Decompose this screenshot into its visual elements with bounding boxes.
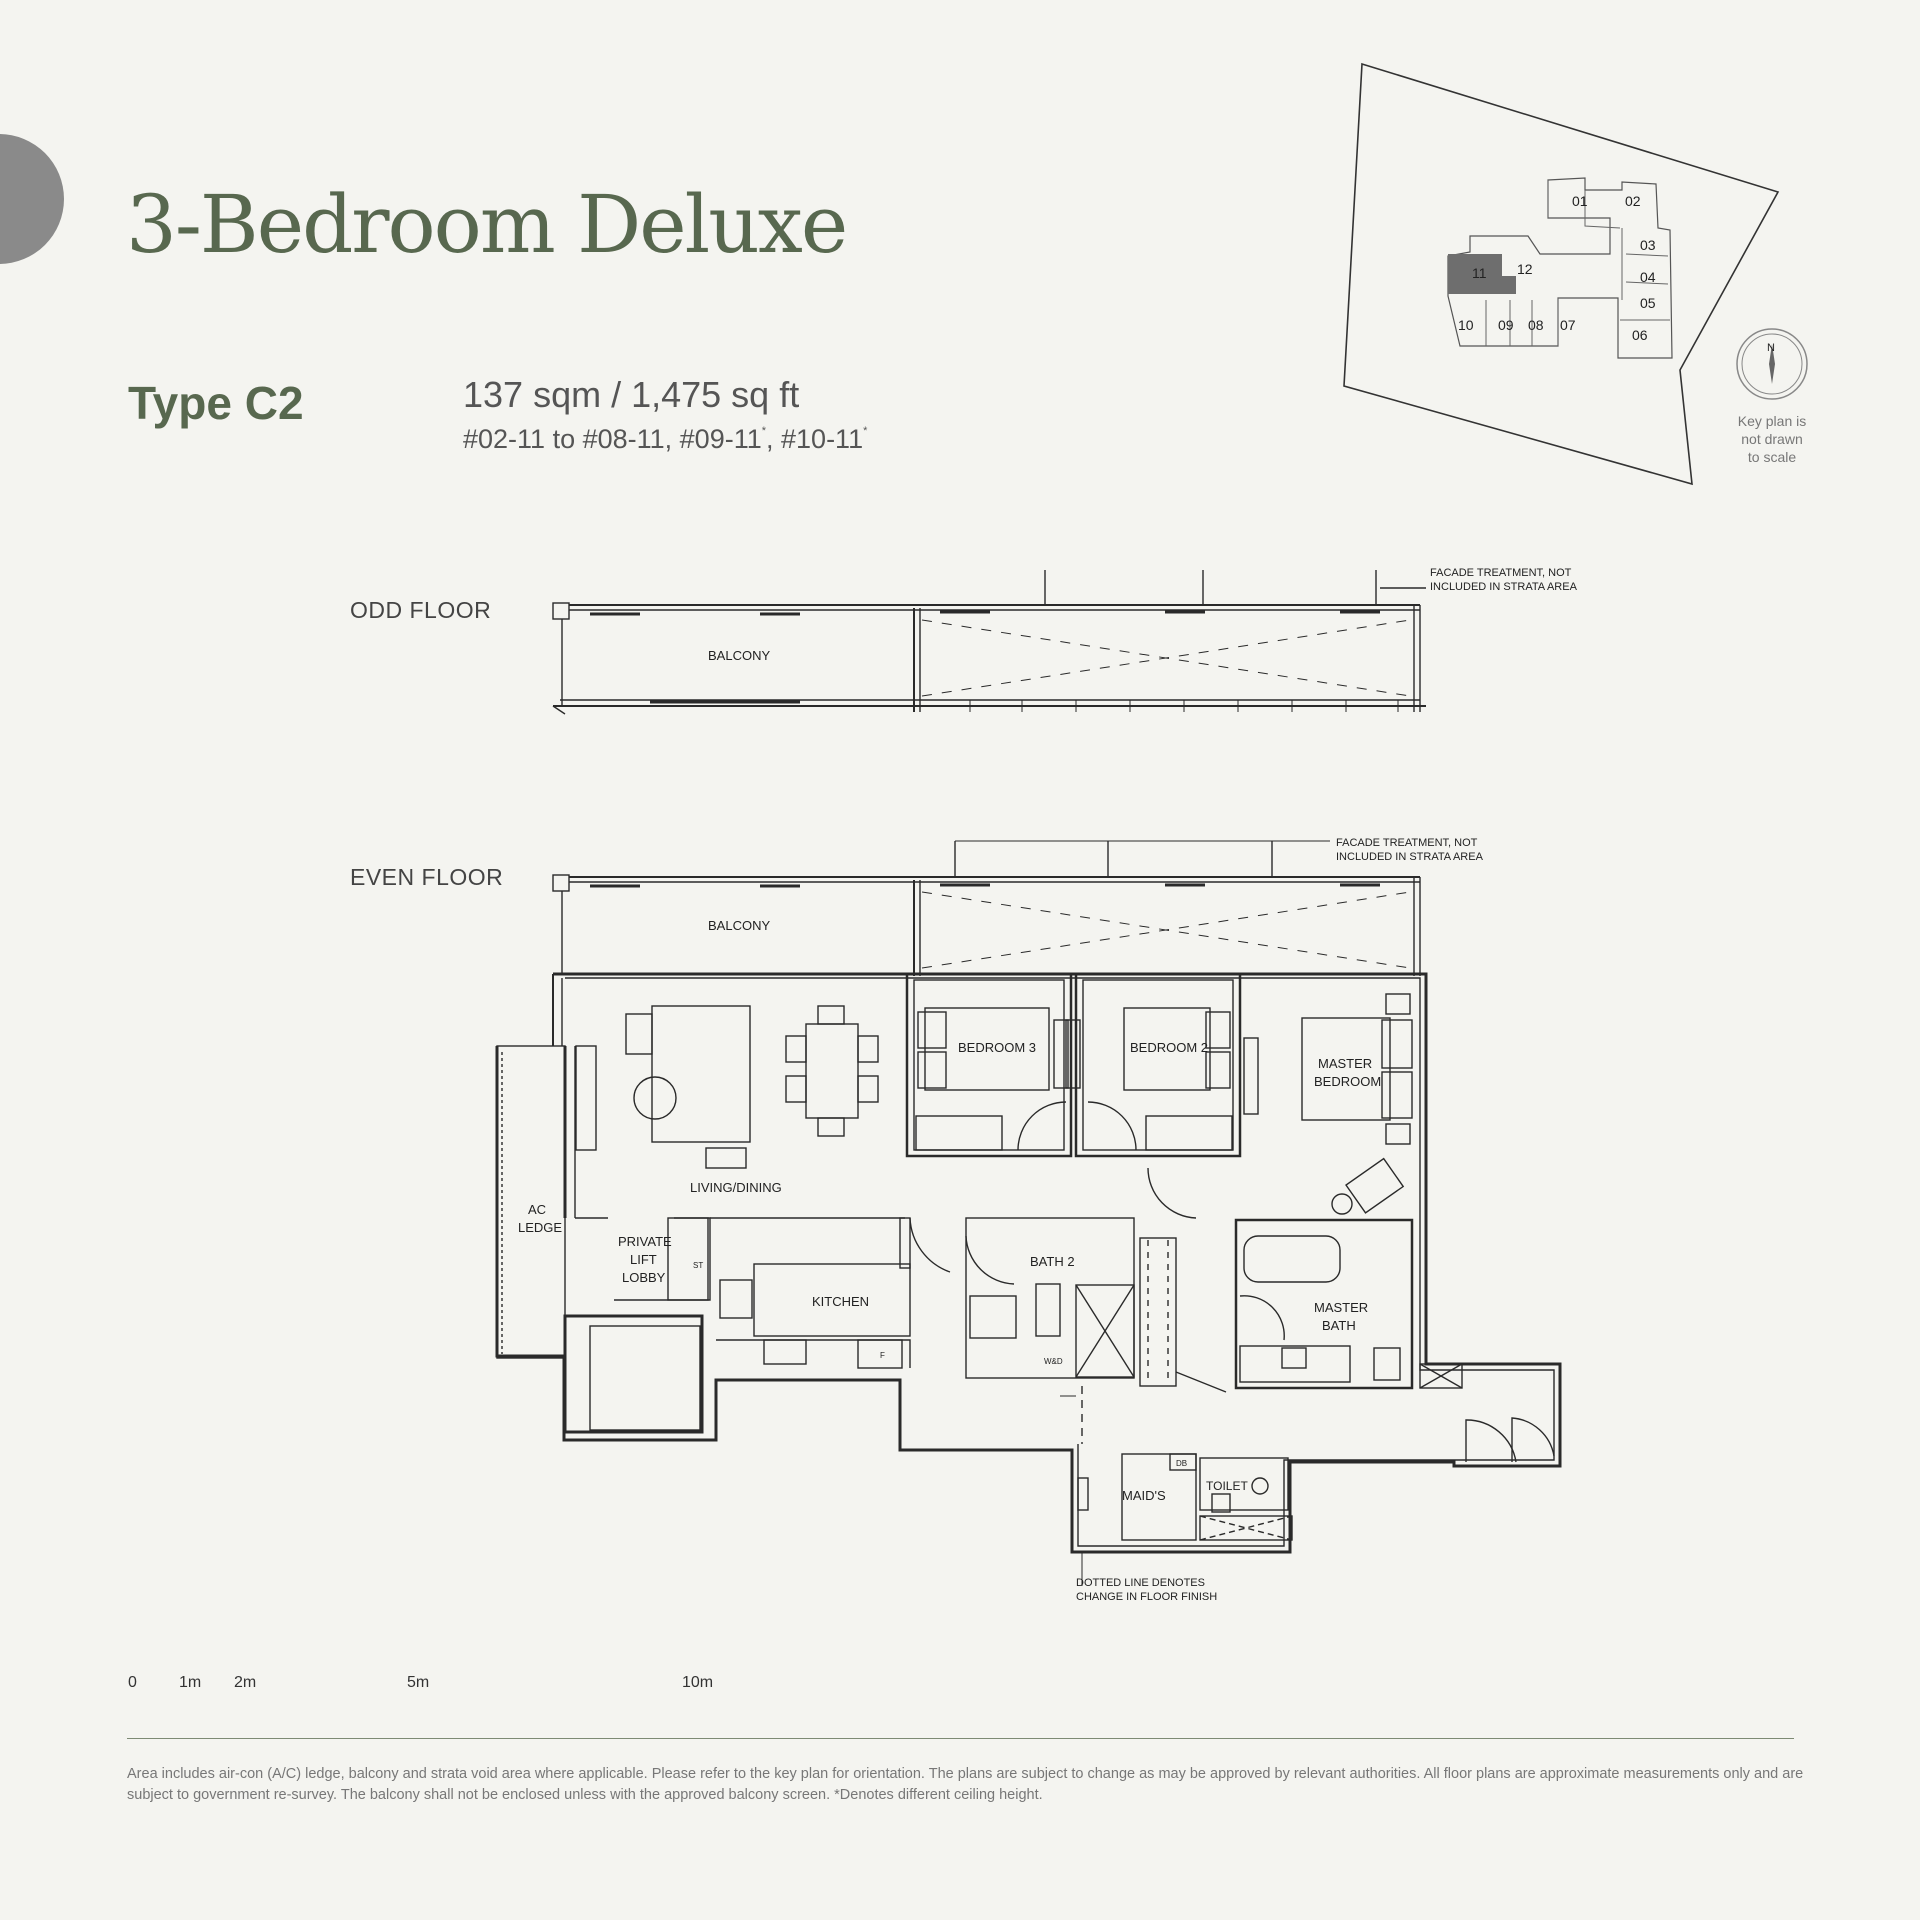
key-plan-unit-label: 04 (1640, 269, 1656, 285)
scale-label-1m: 1m (179, 1674, 202, 1691)
key-plan-highlight-11 (1448, 254, 1502, 294)
unit-type-label: Type C2 (128, 377, 304, 429)
key-plan-unit-label: 10 (1458, 317, 1474, 333)
unit-area: 137 sqm / 1,475 sq ft (463, 374, 800, 415)
kitchen-label: KITCHEN (812, 1294, 869, 1309)
page-title: 3-Bedroom Deluxe (126, 178, 848, 271)
maids-room-label: MAID'S (1122, 1488, 1166, 1503)
odd-railing-posts (969, 700, 1399, 712)
svg-text:INCLUDED IN STRATA AREA: INCLUDED IN STRATA AREA (1336, 851, 1484, 863)
even-floor-label: EVEN FLOOR (350, 864, 504, 890)
footer-divider (127, 1738, 1794, 1739)
bedroom-2-walls (1074, 972, 1242, 1158)
living-dining-label: LIVING/DINING (690, 1180, 782, 1195)
bedroom-3-label: BEDROOM 3 (958, 1040, 1036, 1055)
even-balcony-label: BALCONY (708, 918, 770, 933)
dining-table-icon (805, 1023, 859, 1119)
key-plan-unit-label: 07 (1560, 317, 1576, 333)
master-bath-walls (1234, 1218, 1414, 1390)
svg-text:BATH: BATH (1322, 1318, 1356, 1333)
key-plan-highlight-11-nub (1496, 276, 1516, 294)
toilet-walls (1199, 1457, 1289, 1511)
even-floor-plan (495, 840, 1562, 1586)
bedroom-2-label: BEDROOM 2 (1130, 1040, 1208, 1055)
svg-text:CHANGE IN FLOOR FINISH: CHANGE IN FLOOR FINISH (1076, 1591, 1217, 1603)
key-plan-unit-label: 12 (1517, 261, 1533, 277)
svg-text:BEDROOM: BEDROOM (1314, 1074, 1381, 1089)
svg-text:LIFT: LIFT (630, 1252, 657, 1267)
ceiling-asterisk: * (863, 425, 868, 437)
svg-text:LEDGE: LEDGE (518, 1220, 562, 1235)
key-plan-unit-label: 09 (1498, 317, 1514, 333)
lift-lobby-label: PRIVATE (618, 1234, 672, 1249)
footer-disclaimer: Area includes air-con (A/C) ledge, balco… (127, 1766, 1804, 1803)
odd-floor-plan (552, 570, 1426, 715)
bath-2-label: BATH 2 (1030, 1254, 1075, 1269)
key-plan-unit-label: 03 (1640, 237, 1656, 253)
sofa-icon (651, 1005, 751, 1143)
unit-outer-wall (495, 972, 1562, 1554)
even-window-marks (590, 883, 1380, 888)
fridge-label: F (880, 1351, 885, 1360)
compass-icon: N (1736, 328, 1808, 400)
db-label: DB (1176, 1459, 1187, 1468)
key-plan-unit-label: 08 (1528, 317, 1544, 333)
odd-facade-note: FACADE TREATMENT, NOT (1430, 567, 1572, 579)
key-plan-unit-label: 02 (1625, 193, 1641, 209)
scale-label-5m: 5m (407, 1674, 430, 1691)
even-void-cross (921, 891, 1411, 969)
ceiling-asterisk: * (761, 425, 767, 437)
ac-ledge-label: AC (528, 1202, 546, 1217)
scale-label-0: 0 (128, 1674, 137, 1691)
unit-numbers-main: #02-11 to #08-11, #09-11 (463, 424, 762, 454)
svg-text:LOBBY: LOBBY (622, 1270, 666, 1285)
unit-numbers: #02-11 to #08-11, #09-11*, #10-11* (463, 424, 867, 455)
key-plan-site-boundary (1343, 62, 1780, 486)
maids-room-walls (1121, 1453, 1197, 1541)
toilet-label: TOILET (1206, 1479, 1248, 1493)
floor-plan-drawing: BALCONY FACADE TREATMENT, NOT INCLUDED I… (495, 567, 1578, 1603)
lift-shaft (563, 1314, 704, 1434)
bedroom-3-walls (905, 972, 1073, 1158)
kitchen-counter (753, 1263, 911, 1337)
svg-text:INCLUDED IN STRATA AREA: INCLUDED IN STRATA AREA (1430, 581, 1578, 593)
scale-label-10m: 10m (682, 1674, 714, 1691)
key-plan: 01 02 03 04 05 06 07 08 09 10 11 12 N (1343, 62, 1808, 486)
master-bedroom-label: MASTER (1318, 1056, 1372, 1071)
odd-void-cross (921, 619, 1411, 697)
key-plan-unit-label: 05 (1640, 295, 1656, 311)
key-plan-unit-label: 01 (1572, 193, 1588, 209)
washer-dryer-label: W&D (1044, 1357, 1063, 1366)
master-bed (1301, 1017, 1391, 1121)
master-bath-label: MASTER (1314, 1300, 1368, 1315)
odd-window-marks (590, 610, 1380, 704)
compass-letter: N (1767, 342, 1775, 354)
dotted-line-note: DOTTED LINE DENOTES (1076, 1577, 1205, 1589)
even-facade-note: FACADE TREATMENT, NOT (1336, 837, 1478, 849)
odd-floor-label: ODD FLOOR (350, 597, 492, 623)
store-label: ST (693, 1261, 703, 1270)
unit-numbers-sep: , #10-11 (766, 424, 864, 454)
odd-balcony-label: BALCONY (708, 648, 770, 663)
key-plan-unit-label-highlighted: 11 (1472, 265, 1487, 281)
bath-2-walls (965, 1217, 1135, 1379)
key-plan-unit-label: 06 (1632, 327, 1648, 343)
scale-label-2m: 2m (234, 1674, 257, 1691)
